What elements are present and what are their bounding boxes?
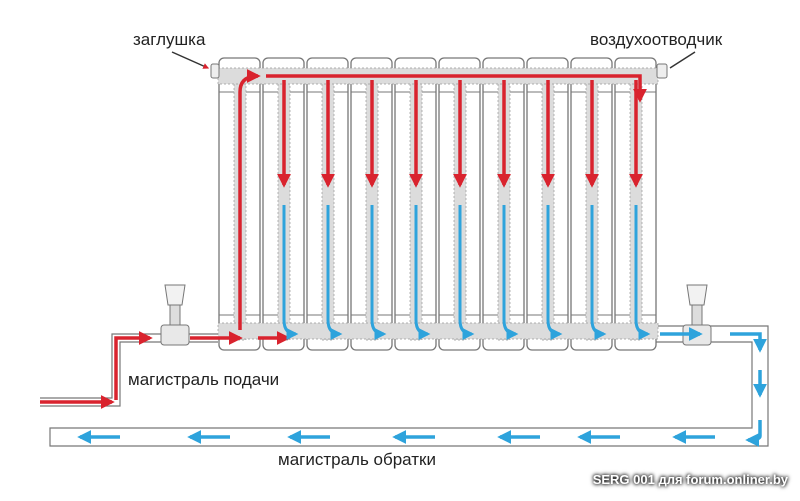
return-pipe <box>49 325 769 447</box>
bottom-cold-arrow <box>370 319 387 340</box>
supply-valve-stem <box>169 304 181 326</box>
top-flow-arrow <box>266 74 647 103</box>
label-air-vent: воздухоотводчик <box>590 30 723 49</box>
label-plug: заглушка <box>133 30 206 49</box>
bottom-cold-arrow <box>634 319 651 340</box>
bottom-cold-arrow <box>458 319 475 340</box>
watermark: SERG 001 для forum.onliner.by <box>592 472 788 487</box>
label-supply-main: магистраль подачи <box>128 370 280 389</box>
supply-valve-body <box>160 324 190 346</box>
supply-flow-arrow <box>114 331 153 400</box>
plug-icon <box>210 63 220 79</box>
plug-pointer <box>171 51 210 69</box>
supply-valve-handle-icon <box>164 284 186 306</box>
bottom-cold-arrow <box>414 319 431 340</box>
bottom-cold-arrow <box>326 319 343 340</box>
bottom-cold-arrow <box>546 319 563 340</box>
return-valve-handle-icon <box>686 284 708 306</box>
bottom-cold-arrow <box>502 319 519 340</box>
return-valve-stem <box>691 304 703 326</box>
air-vent-pointer <box>669 51 696 69</box>
riser-flow-arrow <box>238 69 261 330</box>
air-vent-icon <box>656 63 668 79</box>
return-flow-arrow <box>745 420 762 447</box>
bottom-cold-arrow <box>282 319 299 340</box>
label-return-main: магистраль обратки <box>278 450 436 469</box>
bottom-cold-arrow <box>590 319 607 340</box>
return-flow-arrow <box>730 332 767 353</box>
